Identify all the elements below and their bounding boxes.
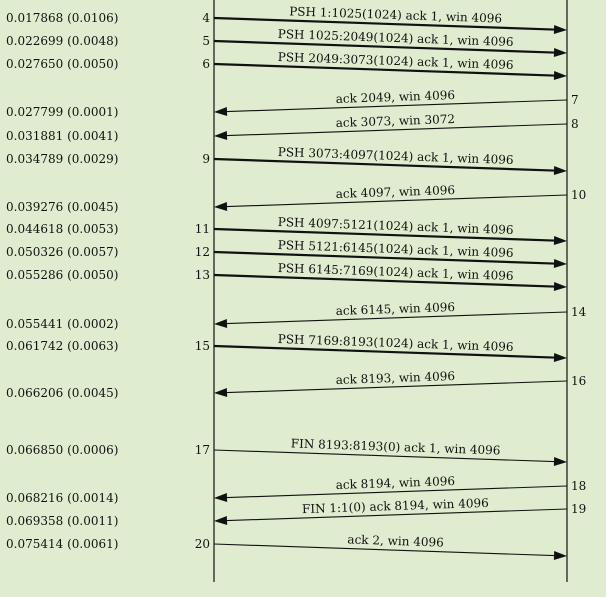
timestamp-10: 0.039276 (0.0045) <box>6 200 118 214</box>
timestamp-11: 0.044618 (0.0053) <box>6 222 118 236</box>
timestamp-20: 0.075414 (0.0061) <box>6 537 118 551</box>
segment-arrowhead-17 <box>553 457 567 467</box>
segment-arrow-17 <box>213 449 555 463</box>
segment-number-5: 5 <box>202 34 210 48</box>
segment-number-19: 19 <box>571 502 586 516</box>
timestamp-15: 0.061742 (0.0063) <box>6 339 118 353</box>
segment-number-18: 18 <box>571 479 586 493</box>
segment-arrowhead-20 <box>553 551 567 561</box>
segment-arrowhead-6 <box>553 71 567 81</box>
segment-arrowhead-16 <box>214 388 228 398</box>
segment-arrowhead-13 <box>553 282 567 292</box>
segment-arrowhead-11 <box>553 236 567 246</box>
segment-number-12: 12 <box>195 245 210 259</box>
timestamp-16: 0.066206 (0.0045) <box>6 386 118 400</box>
segment-label-12: PSH 5121:6145(1024) ack 1, win 4096 <box>278 238 514 260</box>
segment-arrow-11 <box>213 227 555 242</box>
segment-arrow-16 <box>226 380 568 394</box>
segment-arrowhead-9 <box>553 166 567 176</box>
segment-label-10: ack 4097, win 4096 <box>335 183 455 201</box>
timestamp-9: 0.034789 (0.0029) <box>6 152 118 166</box>
segment-number-9: 9 <box>202 152 210 166</box>
segment-arrow-18 <box>226 485 568 499</box>
segment-number-11: 11 <box>195 222 210 236</box>
segment-label-16: ack 8193, win 4096 <box>335 369 455 387</box>
segment-label-19: FIN 1:1(0) ack 8194, win 4096 <box>302 496 489 516</box>
segment-arrowhead-18 <box>214 493 228 503</box>
segment-arrow-15 <box>213 344 555 359</box>
timestamp-13: 0.055286 (0.0050) <box>6 268 118 282</box>
segment-arrow-12 <box>213 250 555 265</box>
segment-label-13: PSH 6145:7169(1024) ack 1, win 4096 <box>278 261 514 283</box>
segment-number-6: 6 <box>202 57 210 71</box>
segment-number-4: 4 <box>202 11 210 25</box>
segment-label-15: PSH 7169:8193(1024) ack 1, win 4096 <box>278 332 514 354</box>
segment-arrow-5 <box>213 39 555 54</box>
segment-arrowhead-4 <box>553 25 567 35</box>
segment-arrow-8 <box>226 123 568 137</box>
segment-arrow-20 <box>213 543 555 557</box>
timestamp-17: 0.066850 (0.0006) <box>6 443 118 457</box>
timestamp-12: 0.050326 (0.0057) <box>6 245 118 259</box>
timestamp-5: 0.022699 (0.0048) <box>6 34 118 48</box>
segment-number-7: 7 <box>571 93 579 107</box>
segment-label-7: ack 2049, win 4096 <box>335 88 455 106</box>
segment-number-14: 14 <box>571 305 587 319</box>
segment-number-20: 20 <box>195 537 210 551</box>
segment-label-8: ack 3073, win 3072 <box>335 112 455 130</box>
segment-label-5: PSH 1025:2049(1024) ack 1, win 4096 <box>278 27 514 49</box>
segment-label-14: ack 6145, win 4096 <box>335 300 455 318</box>
segment-arrow-4 <box>213 16 555 31</box>
segment-number-10: 10 <box>571 188 586 202</box>
timestamp-6: 0.027650 (0.0050) <box>6 57 118 71</box>
segment-label-17: FIN 8193:8193(0) ack 1, win 4096 <box>291 436 501 457</box>
segment-arrow-6 <box>213 62 555 77</box>
timestamp-8: 0.031881 (0.0041) <box>6 129 118 143</box>
segment-arrowhead-8 <box>214 131 228 141</box>
segment-arrowhead-7 <box>214 107 228 117</box>
segment-number-17: 17 <box>195 443 210 457</box>
segment-label-18: ack 8194, win 4096 <box>335 474 455 492</box>
segment-label-20: ack 2, win 4096 <box>347 532 444 549</box>
segment-arrow-19 <box>226 508 568 522</box>
segment-arrowhead-14 <box>214 319 228 329</box>
segment-number-13: 13 <box>195 268 210 282</box>
segment-number-8: 8 <box>571 117 579 131</box>
timestamp-14: 0.055441 (0.0002) <box>6 317 118 331</box>
segment-arrowhead-15 <box>553 353 567 363</box>
segment-arrowhead-10 <box>214 202 228 212</box>
segment-arrow-14 <box>226 311 568 325</box>
timestamp-19: 0.069358 (0.0011) <box>6 514 118 528</box>
segment-arrow-7 <box>226 99 568 113</box>
segment-number-15: 15 <box>195 339 210 353</box>
segment-arrowhead-12 <box>553 259 567 269</box>
segment-arrowhead-19 <box>214 516 228 526</box>
timestamp-4: 0.017868 (0.0106) <box>6 11 118 25</box>
segment-label-11: PSH 4097:5121(1024) ack 1, win 4096 <box>278 215 514 237</box>
segment-number-16: 16 <box>571 374 586 388</box>
segment-arrow-10 <box>226 194 568 208</box>
segment-label-6: PSH 2049:3073(1024) ack 1, win 4096 <box>278 50 514 72</box>
segment-label-9: PSH 3073:4097(1024) ack 1, win 4096 <box>278 145 514 167</box>
segment-arrow-9 <box>213 157 555 172</box>
segment-arrowhead-5 <box>553 48 567 58</box>
timestamp-7: 0.027799 (0.0001) <box>6 105 118 119</box>
segment-arrow-13 <box>213 273 555 288</box>
timestamp-18: 0.068216 (0.0014) <box>6 491 118 505</box>
